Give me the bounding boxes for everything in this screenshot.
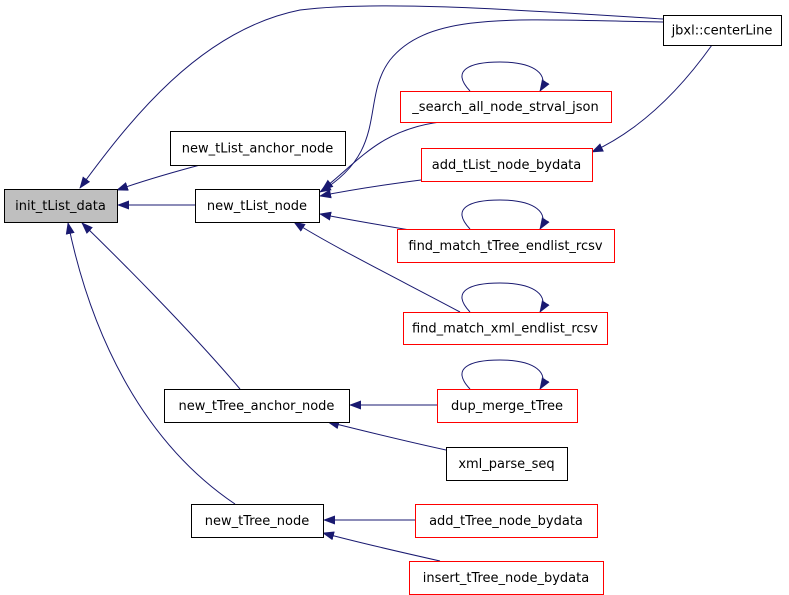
node-label: find_match_tTree_endlist_rcsv (408, 239, 603, 254)
node-new-tList-anchor-node[interactable]: new_tList_anchor_node (170, 131, 346, 166)
node-label: new_tTree_node (205, 514, 310, 529)
node-label: add_tTree_node_bydata (429, 514, 583, 529)
edge-search-all-node-strval-json-to-new-tList-node (321, 121, 441, 191)
edge-insert-tTree-node-bydata-to-new-tTree-node (322, 531, 441, 562)
node-label: xml_parse_seq (458, 457, 554, 472)
edge-jbxl-centerLine-to-new-tList-node (319, 19, 664, 193)
node-find-match-xml-endlist-rcsv[interactable]: find_match_xml_endlist_rcsv (403, 312, 608, 345)
node-box (415, 504, 598, 538)
node-box (663, 15, 782, 46)
edge-add-tList-node-bydata-to-new-tList-node (319, 179, 422, 199)
edges-layer (65, 5, 713, 562)
edge-dup-merge-tTree-to-dup-merge-tTree (461, 359, 550, 390)
edge-jbxl-centerLine-to-init-tList-data (79, 5, 664, 189)
node-box (446, 447, 568, 481)
edge-find-match-xml-endlist-rcsv-to-find-match-xml-endlist-rcsv (461, 282, 550, 313)
node-box (170, 131, 346, 166)
node-jbxl-centerLine[interactable]: jbxl::centerLine (663, 15, 782, 46)
node-new-tList-node[interactable]: new_tList_node (195, 189, 320, 223)
node-label: insert_tTree_node_bydata (423, 571, 589, 586)
edge-find-match-xml-endlist-rcsv-to-new-tList-node (293, 221, 461, 313)
nodes-layer: init_tList_data jbxl::centerLinenew_tList… (4, 15, 782, 595)
node-box (4, 189, 118, 223)
node-find-match-tTree-endlist-rcsv[interactable]: find_match_tTree_endlist_rcsv (397, 229, 615, 263)
edge-search-all-node-strval-json-to-search-all-node-strval-json (461, 61, 550, 92)
edge-find-match-tTree-endlist-rcsv-to-find-match-tTree-endlist-rcsv (461, 199, 550, 230)
node-box (437, 389, 578, 423)
node-add-tTree-node-bydata[interactable]: add_tTree_node_bydata (415, 504, 598, 538)
node-label: new_tList_anchor_node (182, 142, 334, 157)
node-label: new_tTree_anchor_node (179, 399, 335, 414)
node-dup-merge-tTree[interactable]: dup_merge_tTree (437, 389, 578, 423)
node-label: add_tList_node_bydata (432, 158, 581, 173)
edge-jbxl-centerLine-to-add-tList-node-bydata (591, 44, 713, 153)
edge-xml-parse-seq-to-new-tTree-anchor-node (327, 420, 447, 451)
node-box (191, 504, 324, 538)
edge-new-tTree-anchor-node-to-init-tList-data (81, 222, 241, 390)
node-label: new_tList_node (207, 199, 307, 214)
node-xml-parse-seq[interactable]: xml_parse_seq (446, 447, 568, 481)
edge-find-match-tTree-endlist-rcsv-to-new-tList-node (319, 211, 411, 231)
node-box (409, 561, 604, 595)
node-new-tTree-node[interactable]: new_tTree_node (191, 504, 324, 538)
node-box (195, 189, 320, 223)
node-label: _search_all_node_strval_json (411, 100, 598, 115)
node-box (403, 312, 608, 345)
node-add-tList-node-bydata[interactable]: add_tList_node_bydata (421, 148, 593, 182)
node-init-tList-data[interactable]: init_tList_data (4, 189, 118, 223)
node-box (397, 229, 615, 263)
node-box (400, 91, 612, 123)
node-box (164, 389, 350, 423)
node-label: dup_merge_tTree (451, 399, 563, 414)
node-insert-tTree-node-bydata[interactable]: insert_tTree_node_bydata (409, 561, 604, 595)
node-label: init_tList_data (15, 199, 106, 214)
node-label: find_match_xml_endlist_rcsv (412, 322, 598, 337)
node-search-all-node-strval-json[interactable]: _search_all_node_strval_json (400, 91, 612, 123)
node-new-tTree-anchor-node[interactable]: new_tTree_anchor_node (164, 389, 350, 423)
node-box (421, 148, 593, 182)
edge-new-tList-anchor-node-to-init-tList-data (116, 164, 201, 191)
edge-new-tTree-node-to-init-tList-data (65, 222, 236, 505)
node-label: jbxl::centerLine (671, 24, 773, 39)
